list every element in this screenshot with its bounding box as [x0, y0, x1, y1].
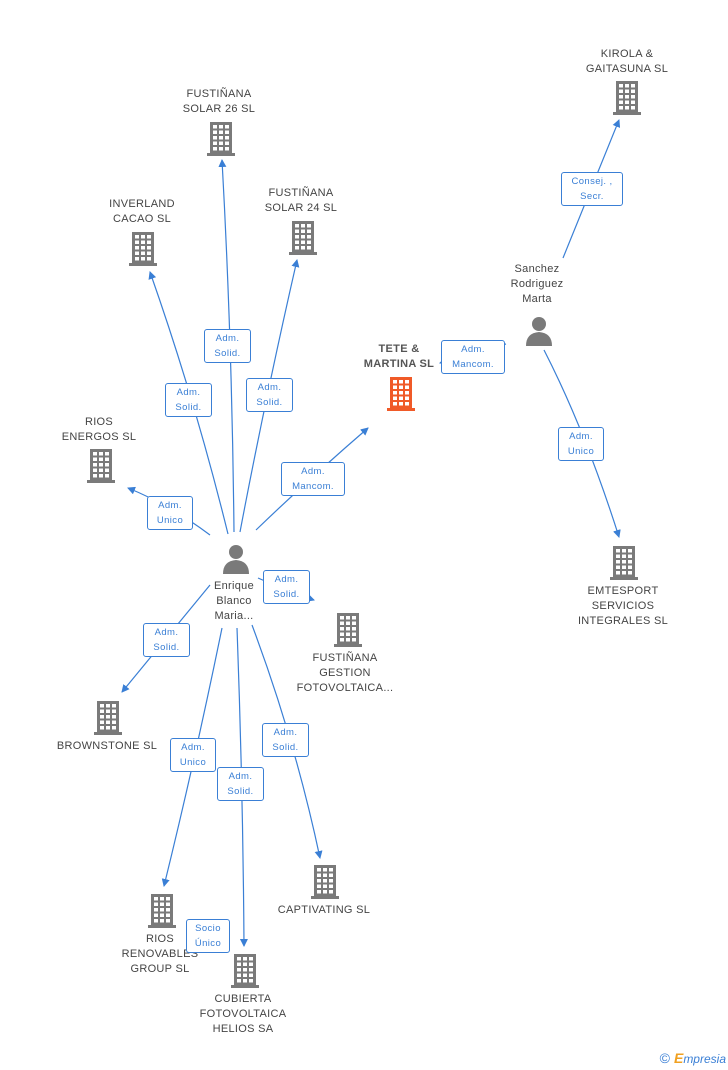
- person-icon: [222, 544, 250, 574]
- node-emtesport[interactable]: EMTESPORT SERVICIOS INTEGRALES SL: [563, 546, 683, 629]
- role-badge-adm-mancom[interactable]: Adm. Mancom.: [281, 462, 345, 496]
- node-label: TETE & MARTINA SL: [363, 343, 435, 370]
- node-label: CUBIERTA FOTOVOLTAICA HELIOS SA: [199, 993, 287, 1035]
- node-label: Enrique Blanco Maria...: [213, 580, 254, 622]
- node-label: RIOS ENERGOS SL: [61, 416, 137, 443]
- brand-footer[interactable]: ©Empresia: [660, 1050, 726, 1066]
- copyright-icon: ©: [659, 1050, 670, 1066]
- role-badge-consej-secr[interactable]: Consej. , Secr.: [561, 172, 623, 206]
- role-badge-adm-solid[interactable]: Adm. Solid.: [143, 623, 190, 657]
- node-captivating[interactable]: CAPTIVATING SL: [269, 865, 379, 918]
- building-icon: [129, 232, 157, 266]
- node-label: FUSTIÑANA SOLAR 24 SL: [264, 187, 338, 214]
- node-label: KIROLA & GAITASUNA SL: [585, 48, 669, 75]
- node-label: FUSTIÑANA SOLAR 26 SL: [182, 88, 256, 115]
- node-label: INVERLAND CACAO SL: [109, 198, 175, 225]
- node-gestion[interactable]: FUSTIÑANA GESTION FOTOVOLTAICA...: [285, 613, 405, 696]
- role-badge-adm-unico[interactable]: Adm. Unico: [558, 427, 604, 461]
- role-badge-adm-solid[interactable]: Adm. Solid.: [204, 329, 251, 363]
- building-icon: [94, 701, 122, 735]
- person-icon: [525, 316, 553, 346]
- role-badge-socio-unico[interactable]: Socio Único: [186, 919, 230, 953]
- building-icon: [231, 954, 259, 988]
- building-icon: [207, 122, 235, 156]
- role-badge-adm-solid[interactable]: Adm. Solid.: [246, 378, 293, 412]
- node-label: EMTESPORT SERVICIOS INTEGRALES SL: [577, 585, 669, 627]
- node-rios-energos[interactable]: RIOS ENERGOS SL: [44, 415, 154, 483]
- role-badge-adm-solid[interactable]: Adm. Solid.: [165, 383, 212, 417]
- role-badge-adm-solid[interactable]: Adm. Solid.: [262, 723, 309, 757]
- node-enrique[interactable]: Enrique Blanco Maria...: [179, 544, 289, 624]
- building-icon: [334, 613, 362, 647]
- node-rios-renovables[interactable]: RIOS RENOVABLES GROUP SL: [105, 894, 215, 977]
- building-icon: [610, 546, 638, 580]
- node-sanchez[interactable]: Sanchez Rodriguez Marta: [482, 262, 592, 346]
- role-badge-adm-mancom[interactable]: Adm. Mancom.: [441, 340, 505, 374]
- brand-name: mpresia: [683, 1052, 726, 1066]
- node-label: RIOS RENOVABLES GROUP SL: [121, 933, 199, 975]
- brand-initial: E: [673, 1050, 684, 1066]
- building-icon: [311, 865, 339, 899]
- node-label: CAPTIVATING SL: [277, 904, 371, 916]
- building-icon: [289, 221, 317, 255]
- node-kirola[interactable]: KIROLA & GAITASUNA SL: [572, 47, 682, 115]
- role-badge-adm-unico[interactable]: Adm. Unico: [170, 738, 216, 772]
- node-label: Sanchez Rodriguez Marta: [510, 263, 564, 305]
- node-solar26[interactable]: FUSTIÑANA SOLAR 26 SL: [164, 87, 274, 156]
- node-solar24[interactable]: FUSTIÑANA SOLAR 24 SL: [246, 186, 356, 255]
- building-icon: [387, 377, 415, 411]
- node-label: FUSTIÑANA GESTION FOTOVOLTAICA...: [296, 652, 394, 694]
- node-brownstone[interactable]: BROWNSTONE SL: [52, 701, 162, 754]
- role-badge-adm-solid[interactable]: Adm. Solid.: [263, 570, 310, 604]
- role-badge-adm-solid[interactable]: Adm. Solid.: [217, 767, 264, 801]
- building-icon: [148, 894, 176, 928]
- role-badge-adm-unico[interactable]: Adm. Unico: [147, 496, 193, 530]
- building-icon: [613, 81, 641, 115]
- node-label: BROWNSTONE SL: [56, 740, 158, 752]
- node-inverland[interactable]: INVERLAND CACAO SL: [87, 197, 197, 266]
- node-cubierta[interactable]: CUBIERTA FOTOVOLTAICA HELIOS SA: [188, 954, 298, 1037]
- node-tete[interactable]: TETE & MARTINA SL: [344, 342, 454, 411]
- building-icon: [87, 449, 115, 483]
